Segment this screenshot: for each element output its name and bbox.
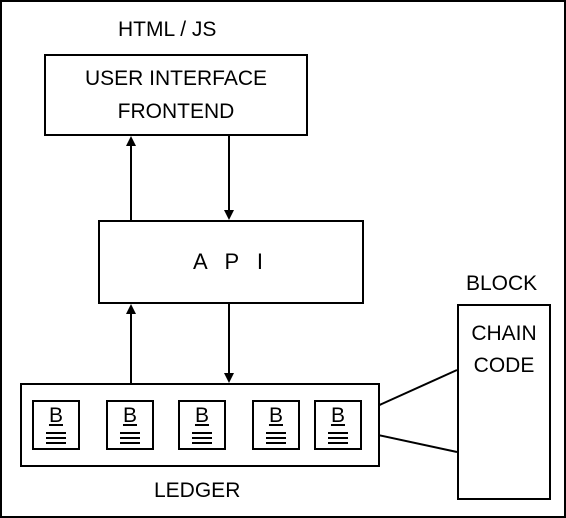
block-caption: BLOCK [466,272,538,295]
block-letter: B [48,404,63,427]
ledger-block: B [314,400,362,450]
block-letter: B [122,404,137,427]
chaincode-line1: CHAIN [471,322,537,345]
frontend-box-line1: USER INTERFACE [84,67,268,90]
frontend-caption: HTML / JS [118,18,217,41]
block-letter: B [194,404,209,427]
block-text-lines-icon [120,432,140,447]
block-text-lines-icon [266,432,286,447]
block-text-lines-icon [192,432,212,447]
api-box-label: A P I [192,249,270,274]
frontend-box-line2: FRONTEND [117,100,235,123]
ledger-block: B [252,400,300,450]
ledger-caption: LEDGER [154,479,241,502]
ledger-block: B [106,400,154,450]
ledger-block: B [178,400,226,450]
block-text-lines-icon [46,432,66,447]
chaincode-line2: CODE [473,354,535,377]
block-letter: B [330,404,345,427]
block-letter: B [268,404,283,427]
frontend-box: USER INTERFACE FRONTEND [44,54,308,136]
chaincode-box: CHAIN CODE [457,304,551,500]
ledger-block: B [32,400,80,450]
block-text-lines-icon [328,432,348,447]
api-box: A P I [98,220,364,304]
